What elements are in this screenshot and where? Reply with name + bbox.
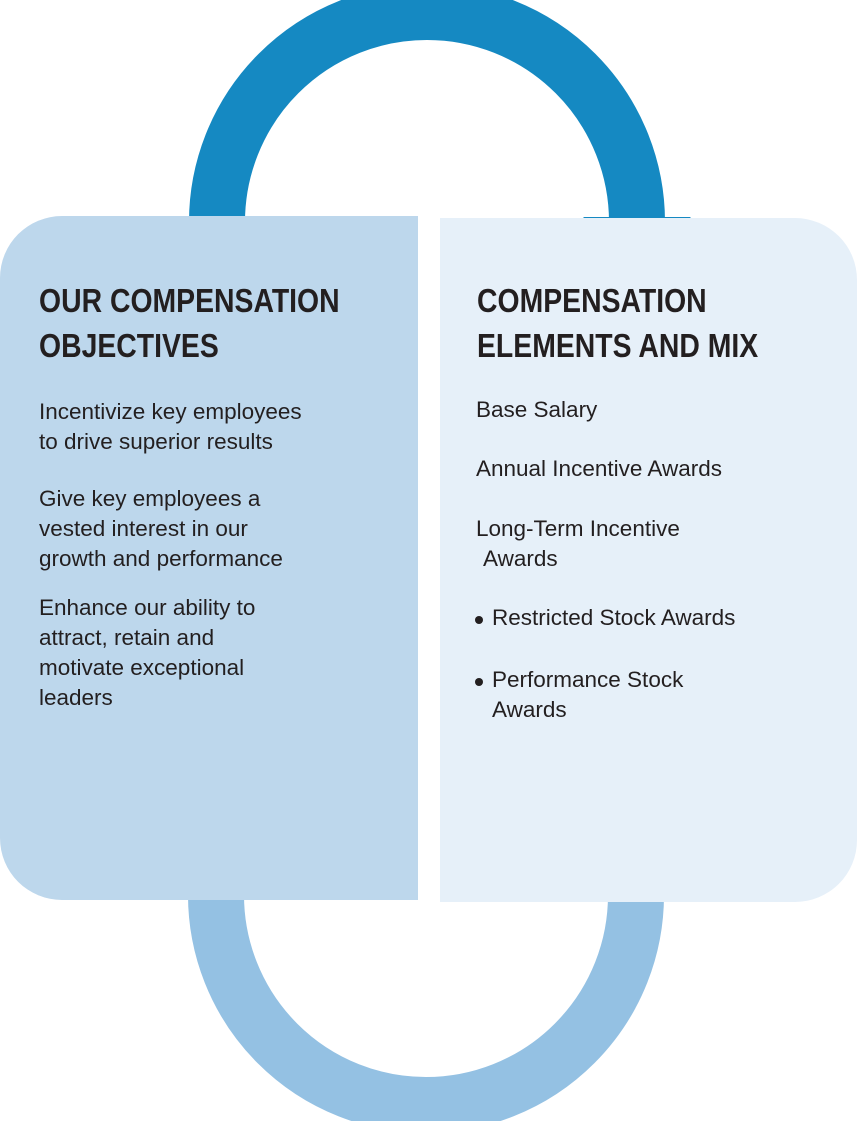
element-line: Long-Term Incentive: [476, 516, 680, 541]
objectives-heading-line: OUR COMPENSATION: [39, 282, 340, 319]
objective-line: Give key employees a: [39, 486, 261, 511]
element-item: Base Salary: [476, 395, 597, 425]
element-line: Base Salary: [476, 397, 598, 422]
element-item: Annual Incentive Awards: [476, 454, 722, 484]
bullet-icon: [475, 616, 483, 624]
objective-line: growth and performance: [39, 546, 283, 571]
objective-line: Incentivize key employees: [39, 399, 302, 424]
objective-item: Incentivize key employees to drive super…: [39, 397, 302, 457]
objectives-heading-line: OBJECTIVES: [39, 327, 219, 364]
objective-line: attract, retain and: [39, 625, 215, 650]
sub-element-line: Awards: [492, 697, 567, 722]
objective-line: motivate exceptional: [39, 655, 245, 680]
objective-line: Enhance our ability to: [39, 595, 256, 620]
objectives-panel: OUR COMPENSATION OBJECTIVES Incentivize …: [0, 216, 418, 900]
objective-item: Give key employees a vested interest in …: [39, 484, 283, 574]
elements-heading-line: ELEMENTS AND MIX: [477, 327, 759, 364]
objective-line: leaders: [39, 685, 113, 710]
objective-line: vested interest in our: [39, 516, 248, 541]
element-line: Annual Incentive Awards: [476, 456, 722, 481]
element-item: Long-Term Incentive Awards: [476, 514, 680, 574]
sub-element-line: Performance Stock: [492, 667, 684, 692]
objective-line: to drive superior results: [39, 429, 273, 454]
bullet-icon: [475, 678, 483, 686]
elements-heading: COMPENSATION ELEMENTS AND MIX: [477, 278, 758, 368]
sub-element-item: Performance Stock Awards: [492, 665, 683, 725]
sub-element-item: Restricted Stock Awards: [492, 603, 735, 633]
elements-panel: COMPENSATION ELEMENTS AND MIX Base Salar…: [440, 218, 857, 902]
elements-heading-line: COMPENSATION: [477, 282, 707, 319]
element-line: Awards: [483, 546, 558, 571]
objectives-heading: OUR COMPENSATION OBJECTIVES: [39, 278, 340, 368]
objective-item: Enhance our ability to attract, retain a…: [39, 593, 255, 713]
sub-element-line: Restricted Stock Awards: [492, 605, 736, 630]
